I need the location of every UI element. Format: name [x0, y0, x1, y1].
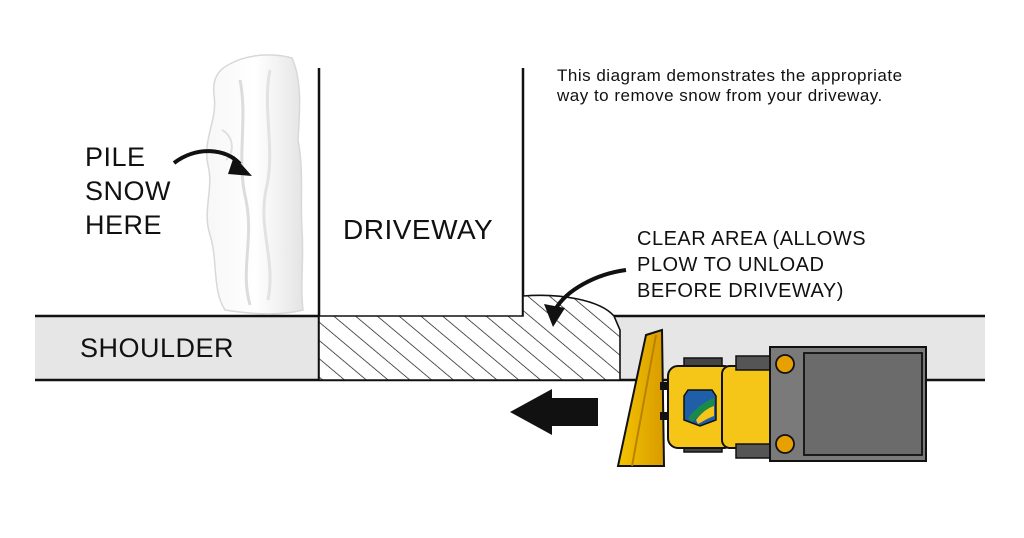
clear-area-label: CLEAR AREA (ALLOWS PLOW TO UNLOAD BEFORE…: [637, 228, 867, 302]
curved-arrow-icon: [544, 268, 627, 327]
hatched-clear-area: [318, 294, 621, 381]
diagram-description: This diagram demonstrates the appropriat…: [557, 66, 903, 105]
keystone-logo-icon: [683, 389, 717, 427]
snow-plow-truck: [616, 328, 927, 467]
pile-snow-here-label: PILE SNOW HERE: [85, 142, 171, 240]
shoulder-label: SHOULDER: [80, 333, 235, 363]
snow-pile: [206, 54, 304, 315]
left-arrow-icon: [510, 389, 598, 435]
curved-arrow-icon: [172, 149, 252, 176]
driveway-label: DRIVEWAY: [343, 214, 494, 245]
